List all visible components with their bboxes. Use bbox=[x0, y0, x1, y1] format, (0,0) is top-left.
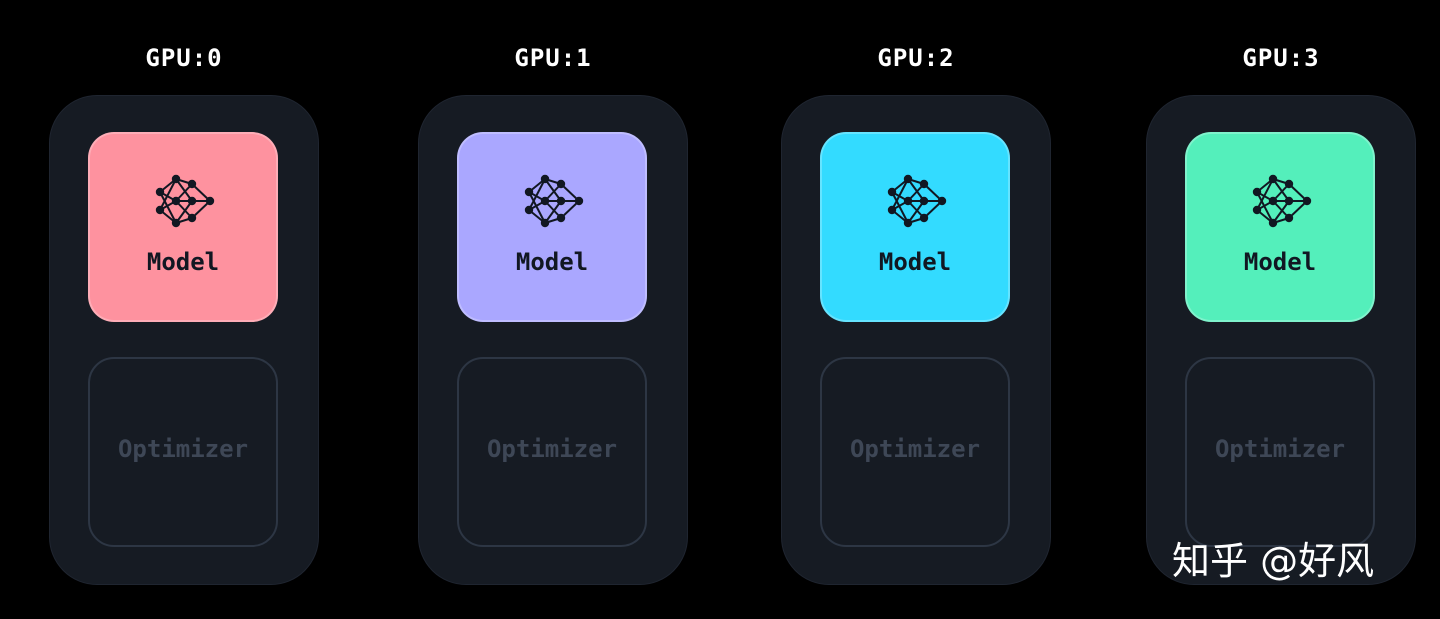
gpu-column-2: GPU:2 Model Optimizer bbox=[781, 0, 1051, 619]
model-label: Model bbox=[146, 248, 220, 276]
optimizer-label: Optimizer bbox=[117, 435, 249, 463]
model-box: Model bbox=[820, 132, 1010, 322]
model-box: Model bbox=[1185, 132, 1375, 322]
gpu-card: Model Optimizer bbox=[49, 95, 319, 585]
gpu-column-1: GPU:1 Model Optimizer bbox=[418, 0, 688, 619]
optimizer-box: Optimizer bbox=[820, 357, 1010, 547]
gpu-label: GPU:2 bbox=[877, 44, 955, 72]
model-label: Model bbox=[1243, 248, 1317, 276]
optimizer-label: Optimizer bbox=[849, 435, 981, 463]
optimizer-box: Optimizer bbox=[1185, 357, 1375, 547]
neural-network-icon bbox=[887, 174, 947, 228]
optimizer-box: Optimizer bbox=[88, 357, 278, 547]
gpu-card: Model Optimizer bbox=[781, 95, 1051, 585]
gpu-label: GPU:3 bbox=[1242, 44, 1320, 72]
model-box: Model bbox=[88, 132, 278, 322]
model-label: Model bbox=[515, 248, 589, 276]
gpu-card: Model Optimizer bbox=[418, 95, 688, 585]
neural-network-icon bbox=[155, 174, 215, 228]
gpu-column-0: GPU:0 Model Optimizer bbox=[49, 0, 319, 619]
optimizer-label: Optimizer bbox=[1214, 435, 1346, 463]
neural-network-icon bbox=[1252, 174, 1312, 228]
neural-network-icon bbox=[524, 174, 584, 228]
watermark-text: 知乎 @好风 bbox=[1172, 539, 1375, 583]
model-label: Model bbox=[878, 248, 952, 276]
gpu-label: GPU:0 bbox=[145, 44, 223, 72]
optimizer-label: Optimizer bbox=[486, 435, 618, 463]
gpu-card: Model Optimizer bbox=[1146, 95, 1416, 585]
model-box: Model bbox=[457, 132, 647, 322]
gpu-label: GPU:1 bbox=[514, 44, 592, 72]
optimizer-box: Optimizer bbox=[457, 357, 647, 547]
gpu-column-3: GPU:3 Model Optimizer bbox=[1146, 0, 1416, 619]
